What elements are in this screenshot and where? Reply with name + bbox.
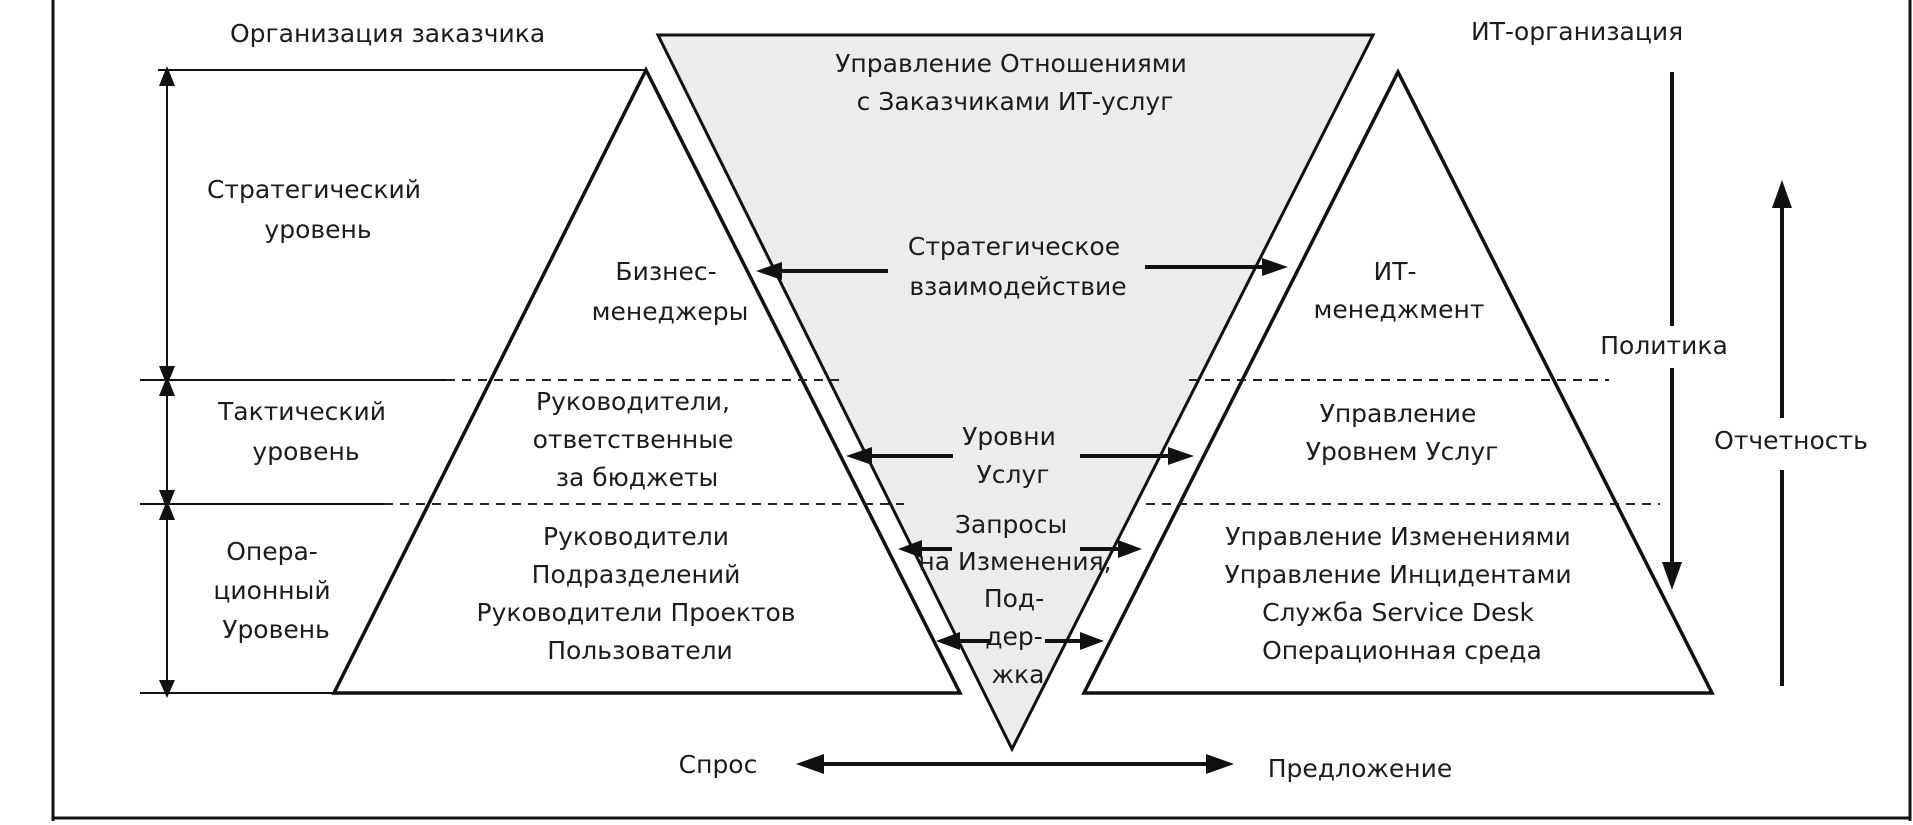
demand-arrowhead <box>796 754 824 774</box>
supply-label: Предложение <box>1268 754 1453 783</box>
reporting-label: Отчетность <box>1714 426 1868 455</box>
demand-label: Спрос <box>679 750 758 779</box>
relationship-management-title: Управление Отношениями с Заказчиками ИТ-… <box>835 49 1195 116</box>
changes-arrowhead-left <box>898 540 922 558</box>
service-levels-arrowhead-right <box>1168 447 1194 465</box>
it-pyramid <box>1081 68 1715 695</box>
it-operations-label: Управление Изменениями Управление Инциде… <box>1224 522 1579 665</box>
change-requests-label: Запросы на Изменения, <box>918 510 1111 576</box>
tactical-top-arrowhead <box>159 376 175 396</box>
department-heads-label: Руководители Подразделений Руководители … <box>477 522 804 665</box>
strategic-arrowhead-left <box>756 262 782 280</box>
service-levels-arrowhead-left <box>846 447 872 465</box>
policy-label: Политика <box>1600 331 1728 360</box>
operational-bottom-arrowhead <box>159 680 175 698</box>
operational-top-arrowhead <box>159 500 175 520</box>
relationship-funnel <box>655 33 1376 753</box>
reporting-arrowhead <box>1772 180 1792 208</box>
support-arrowhead-left <box>936 632 960 650</box>
it-management-label: ИТ- менеджмент <box>1314 257 1485 324</box>
supply-arrowhead <box>1206 754 1234 774</box>
tactical-level-label: Тактический уровень <box>217 397 394 466</box>
support-arrowhead-right <box>1080 632 1104 650</box>
business-managers-label: Бизнес- менеджеры <box>592 257 749 326</box>
support-label: Под- дер- жка <box>984 584 1052 689</box>
strategic-interaction-label: Стратегическое взаимодействие <box>908 232 1128 301</box>
customer-pyramid <box>331 66 963 695</box>
strategic-arrowhead-right <box>1262 258 1288 276</box>
changes-arrowhead-right <box>1118 540 1142 558</box>
service-levels-label: Уровни Услуг <box>962 422 1064 489</box>
policy-arrowhead <box>1662 562 1682 590</box>
strategic-level-label: Стратегический уровень <box>207 175 429 244</box>
level-axis-top-arrowhead <box>159 66 175 86</box>
it-org-label: ИТ-организация <box>1471 17 1683 46</box>
customer-org-label: Организация заказчика <box>230 19 545 48</box>
operational-level-label: Опера- ционный Уровень <box>213 537 338 644</box>
service-level-management-label: Управление Уровнем Услуг <box>1306 399 1499 466</box>
budget-holders-label: Руководители, ответственные за бюджеты <box>533 387 742 492</box>
